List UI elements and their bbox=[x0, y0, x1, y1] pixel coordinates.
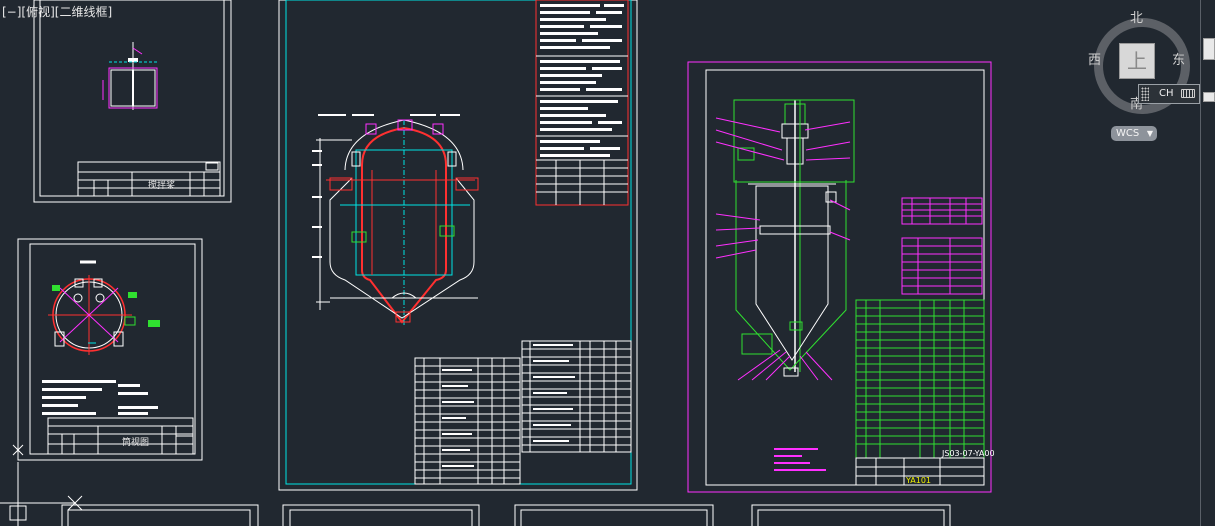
viewcube-top-face[interactable]: 上 bbox=[1119, 43, 1155, 79]
drag-grip-icon[interactable] bbox=[1141, 87, 1149, 101]
panel-tab[interactable] bbox=[1203, 38, 1215, 60]
nozzle-view-title: 筒视图 bbox=[122, 438, 150, 448]
keyboard-icon[interactable] bbox=[1181, 89, 1195, 98]
sheet-agitator bbox=[33, 0, 232, 203]
wcs-label: WCS bbox=[1116, 128, 1140, 139]
viewcube[interactable]: 上 北 南 西 东 bbox=[1086, 10, 1196, 120]
agitator-title: 搅拌桨 bbox=[148, 181, 176, 191]
viewport-controls-label[interactable]: [−][俯视][二维线框] bbox=[2, 5, 113, 19]
reactor-title-code: YA101 bbox=[906, 476, 932, 485]
sheet-reactor-with-agitator bbox=[687, 61, 992, 493]
compass-east[interactable]: 东 bbox=[1172, 53, 1186, 68]
sheet-reactor-assembly bbox=[278, 0, 638, 491]
chevron-down-icon: ▼ bbox=[1146, 129, 1153, 138]
sheet-edges-bottom bbox=[61, 504, 951, 526]
right-edge-panel bbox=[1200, 0, 1215, 526]
compass-north[interactable]: 北 bbox=[1130, 11, 1144, 26]
ucs-icon bbox=[0, 444, 83, 526]
reactor-drawing-no: JS03-07-YA00 bbox=[942, 449, 995, 458]
compass-ring-icon[interactable] bbox=[1094, 18, 1190, 114]
wcs-menu-button[interactable]: WCS ▼ bbox=[1111, 126, 1157, 141]
ime-language-bar[interactable]: CH bbox=[1138, 84, 1200, 104]
compass-west[interactable]: 西 bbox=[1088, 53, 1102, 68]
ime-language-label[interactable]: CH bbox=[1159, 88, 1174, 99]
panel-tab-small[interactable] bbox=[1203, 92, 1215, 102]
sheet-nozzle-view bbox=[17, 238, 203, 461]
